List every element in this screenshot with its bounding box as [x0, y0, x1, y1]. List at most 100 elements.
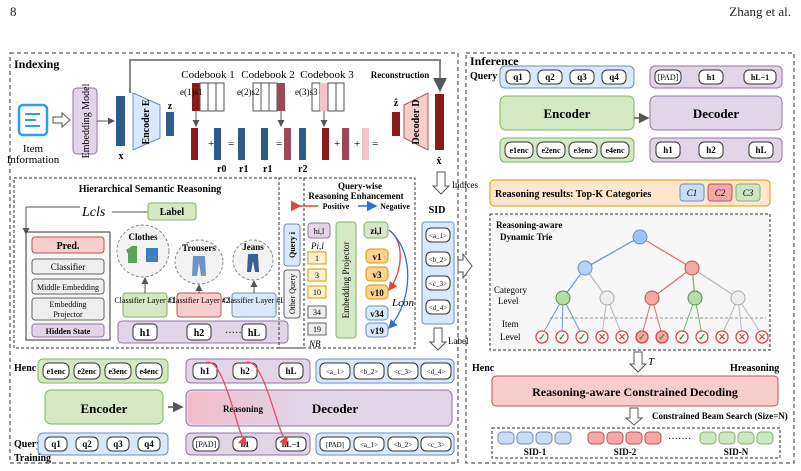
r1-label-a: r1	[239, 164, 248, 175]
middle-embedding-label: Middle Embedding	[37, 283, 99, 292]
emb-proj-line1: Embedding	[50, 300, 87, 309]
z-il-label: zi,l	[370, 226, 382, 236]
item-level-2: Level	[500, 332, 521, 342]
svg-text:q4: q4	[144, 439, 154, 449]
inf-q2	[537, 69, 563, 85]
svg-text:=: =	[372, 138, 378, 150]
sid-2-label: SID-2	[614, 447, 637, 457]
svg-text:v19: v19	[370, 326, 384, 336]
svg-text:<a_1>: <a_1>	[326, 368, 344, 376]
svg-text:h1: h1	[140, 328, 151, 339]
codebook-2	[252, 82, 285, 112]
hsr-hl	[241, 323, 267, 341]
svg-text:✓: ✓	[698, 332, 706, 342]
z-il-box	[363, 221, 389, 239]
svg-text:+: +	[334, 138, 340, 150]
train-decoder-label: Decoder	[312, 401, 358, 416]
svg-text:=: =	[276, 138, 282, 150]
trie-tree	[541, 229, 763, 336]
category-level-2: Level	[498, 296, 519, 306]
svg-text:1: 1	[315, 254, 319, 263]
train-encoder-box	[44, 389, 164, 425]
train-e-enc-row	[37, 358, 169, 384]
r1-label-b: r1	[263, 164, 272, 175]
svg-text:<b_2>: <b_2>	[394, 441, 412, 449]
sid-n-label: SID-N	[724, 447, 749, 457]
trousers-icon	[192, 256, 206, 276]
trousers-label: Trousers	[182, 243, 216, 253]
indexing-title: Indexing	[14, 57, 59, 71]
encoder-e-label: Encoder E	[141, 99, 152, 144]
inf-query-label: Query	[470, 71, 497, 82]
constrained-decoding-label: Reasoning-aware Constrained Decoding	[532, 385, 738, 399]
svg-text:✓: ✓	[578, 332, 586, 342]
svg-text:<a_1>: <a_1>	[429, 232, 447, 240]
train-e1	[42, 362, 70, 380]
svg-text:✕: ✕	[598, 332, 606, 342]
train-sid-in-1	[319, 436, 351, 452]
classifier-label: Classifier	[51, 262, 86, 272]
svg-text:h1: h1	[707, 73, 715, 82]
svg-text:C3: C3	[743, 188, 754, 198]
hollow-arrow	[52, 111, 71, 129]
inf-out-h2	[698, 141, 724, 159]
pred-box	[31, 236, 105, 254]
codebook-2-title: Codebook 2	[241, 69, 294, 81]
svg-text:h1: h1	[663, 145, 673, 155]
train-sid-out-1	[319, 362, 351, 380]
svg-text:✓: ✓	[678, 332, 686, 342]
svg-text:hL−1: hL−1	[751, 73, 769, 82]
svg-text:<d_4>: <d_4>	[429, 304, 447, 312]
svg-text:=: =	[228, 138, 234, 150]
hsr-frame	[13, 177, 305, 349]
z-hat-label: ẑ	[394, 98, 399, 109]
inf-dec-in-h1	[698, 69, 724, 85]
sid-1-label: SID-1	[524, 447, 547, 457]
label-text: Label	[160, 207, 185, 218]
hidden-state-box	[31, 323, 105, 338]
inf-e4	[600, 141, 630, 159]
trie-title-2: Dynamic Trie	[500, 232, 552, 242]
indices-arrow	[431, 171, 451, 195]
train-e2	[73, 362, 101, 380]
query-i-label: Query i	[288, 231, 297, 258]
svg-text:✕: ✕	[618, 332, 626, 342]
svg-text:3: 3	[315, 271, 319, 280]
train-sid-in-4	[420, 436, 452, 452]
codebook-1-title: Codebook 1	[181, 69, 234, 81]
sid-ellipsis: ·······	[668, 434, 691, 445]
item-level-1: Item	[502, 319, 519, 329]
item-info-line1: Item	[23, 143, 44, 155]
indices-label: Indices	[452, 180, 478, 190]
category-level-1: Category	[494, 285, 527, 295]
svg-text:+: +	[354, 138, 360, 150]
sid-1-group	[497, 431, 572, 445]
qwre-title-2: Reasoning Enhancement	[308, 191, 403, 201]
embedding-projector-column	[335, 221, 357, 339]
train-sid-out-4	[420, 362, 452, 380]
svg-text:✓: ✓	[538, 332, 546, 342]
svg-text:<d_4>: <d_4>	[427, 368, 445, 376]
svg-text:v34: v34	[370, 309, 384, 319]
middle-embedding-box	[31, 278, 105, 295]
inference-title: Inference	[470, 54, 519, 68]
category-c2	[707, 183, 733, 202]
label-arrow	[428, 327, 448, 351]
train-q-row	[37, 432, 169, 456]
svg-text:q1: q1	[513, 72, 523, 82]
shirt-icon	[126, 246, 158, 263]
svg-text:<b_2>: <b_2>	[429, 256, 447, 264]
svg-text:e3enc: e3enc	[108, 367, 128, 376]
inf-out-h1	[655, 141, 681, 159]
svg-text:q4: q4	[609, 72, 619, 82]
output-sids-frame	[491, 427, 781, 459]
other-query-label: Other Query	[288, 274, 297, 314]
train-q1	[44, 436, 68, 452]
svg-text:e1enc: e1enc	[46, 367, 66, 376]
svg-text:h1: h1	[241, 440, 249, 449]
emb-proj-line2: Projector	[53, 310, 83, 319]
svg-text:q3: q3	[113, 439, 123, 449]
v3-box	[365, 266, 389, 282]
clothes-label: Clothes	[129, 232, 158, 242]
